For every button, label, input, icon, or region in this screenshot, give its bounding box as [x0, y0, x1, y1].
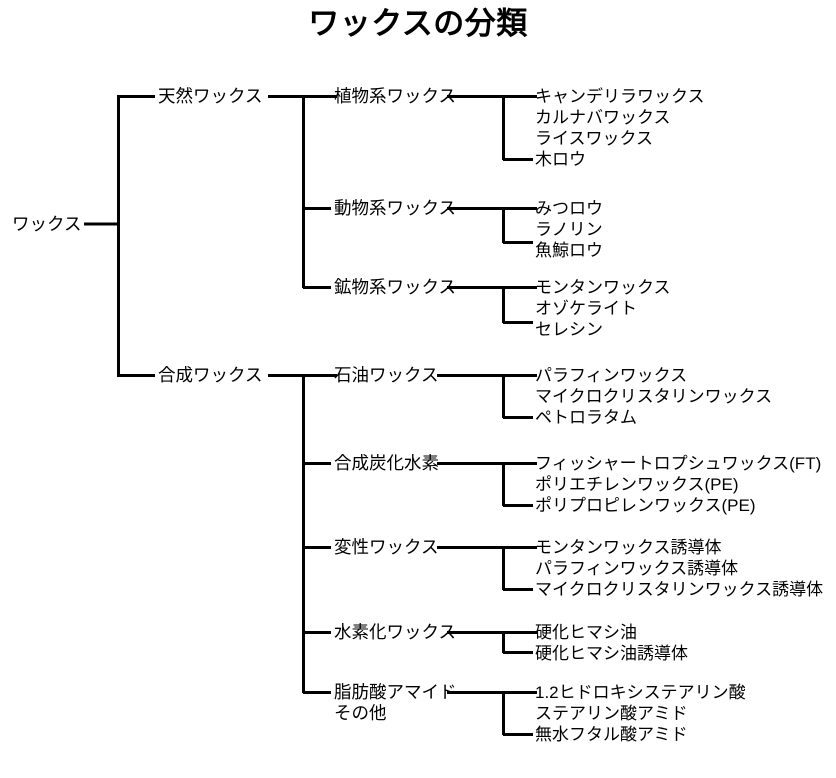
leaf-label: 魚鯨ロウ	[535, 241, 603, 260]
leaf-label: キャンデリラワックス	[535, 87, 705, 106]
leaf-petroleum-2[interactable]: ペトロラタム	[535, 407, 637, 428]
leaf-animal-2[interactable]: 魚鯨ロウ	[535, 240, 603, 261]
leaf-label: オゾケライト	[535, 299, 637, 318]
leaf-mineral-0[interactable]: モンタンワックス	[535, 277, 671, 298]
leaf-label: パラフィンワックス	[535, 366, 688, 385]
node-animal-wax[interactable]: 動物系ワックス	[334, 198, 456, 219]
leaf-label: フィッシャートロプシュワックス(FT)	[535, 454, 822, 473]
node-modified-wax-label: 変性ワックス	[334, 537, 439, 557]
leaf-label: ペトロラタム	[535, 408, 637, 427]
leaf-label: 1.2ヒドロキシステアリン酸	[535, 683, 746, 702]
page-title: ワックスの分類	[308, 6, 528, 41]
node-synthetic-hydrocarbon-label: 合成炭化水素	[334, 453, 439, 473]
node-fatty-acid-amide-label: 脂肪酸アマイド	[334, 682, 457, 702]
leaf-label: ステアリン酸アミド	[535, 704, 688, 723]
leaf-amide-0[interactable]: 1.2ヒドロキシステアリン酸	[535, 682, 746, 703]
leaf-label: みつロウ	[535, 199, 603, 218]
leaf-label: セレシン	[535, 320, 603, 339]
leaf-label: 硬化ヒマシ油誘導体	[535, 644, 688, 663]
leaf-label: モンタンワックス誘導体	[535, 538, 722, 557]
leaf-plant-3[interactable]: 木ロウ	[535, 149, 586, 170]
node-hydrogenated-wax[interactable]: 水素化ワックス	[334, 622, 456, 643]
node-natural-wax-label: 天然ワックス	[158, 86, 263, 106]
node-fatty-acid-amide[interactable]: 脂肪酸アマイド その他	[334, 682, 457, 724]
leaf-petroleum-1[interactable]: マイクロクリスタリンワックス	[535, 386, 772, 407]
leaf-mineral-1[interactable]: オゾケライト	[535, 298, 637, 319]
leaf-plant-0[interactable]: キャンデリラワックス	[535, 86, 705, 107]
node-petroleum-wax[interactable]: 石油ワックス	[334, 365, 438, 386]
leaf-label: 木ロウ	[535, 150, 586, 169]
leaf-hydrocarbon-2[interactable]: ポリプロピレンワックス(PE)	[535, 495, 756, 516]
leaf-hydrocarbon-1[interactable]: ポリエチレンワックス(PE)	[535, 474, 739, 495]
node-mineral-wax[interactable]: 鉱物系ワックス	[334, 277, 456, 298]
leaf-modified-0[interactable]: モンタンワックス誘導体	[535, 537, 722, 558]
node-petroleum-wax-label: 石油ワックス	[334, 365, 439, 385]
leaf-label: カルナバワックス	[535, 108, 671, 127]
node-synthetic-wax[interactable]: 合成ワックス	[158, 365, 262, 386]
leaf-animal-1[interactable]: ラノリン	[535, 219, 603, 240]
leaf-hydrocarbon-0[interactable]: フィッシャートロプシュワックス(FT)	[535, 453, 821, 474]
leaf-label: 無水フタル酸アミド	[535, 725, 688, 744]
leaf-petroleum-0[interactable]: パラフィンワックス	[535, 365, 687, 386]
leaf-label: マイクロクリスタリンワックス	[535, 387, 773, 406]
leaf-hydrogenated-0[interactable]: 硬化ヒマシ油	[535, 622, 637, 643]
leaf-label: パラフィンワックス誘導体	[535, 559, 739, 578]
leaf-hydrogenated-1[interactable]: 硬化ヒマシ油誘導体	[535, 643, 688, 664]
node-root[interactable]: ワックス	[12, 214, 81, 235]
node-animal-wax-label: 動物系ワックス	[334, 198, 456, 218]
leaf-label: ポリエチレンワックス(PE)	[535, 475, 739, 494]
leaf-modified-1[interactable]: パラフィンワックス誘導体	[535, 558, 738, 579]
leaf-label: 硬化ヒマシ油	[535, 623, 637, 642]
node-root-label: ワックス	[12, 214, 82, 234]
node-plant-wax-label: 植物系ワックス	[334, 86, 456, 106]
leaf-mineral-2[interactable]: セレシン	[535, 319, 603, 340]
leaf-plant-1[interactable]: カルナバワックス	[535, 107, 671, 128]
node-synthetic-hydrocarbon[interactable]: 合成炭化水素	[334, 453, 439, 474]
node-fatty-acid-amide-label-line2: その他	[334, 703, 387, 723]
node-natural-wax[interactable]: 天然ワックス	[158, 86, 262, 107]
leaf-label: モンタンワックス	[535, 278, 671, 297]
node-modified-wax[interactable]: 変性ワックス	[334, 537, 438, 558]
leaf-animal-0[interactable]: みつロウ	[535, 198, 603, 219]
leaf-label: ライスワックス	[535, 129, 653, 148]
node-plant-wax[interactable]: 植物系ワックス	[334, 86, 456, 107]
leaf-modified-2[interactable]: マイクロクリスタリンワックス誘導体	[535, 579, 823, 600]
leaf-amide-1[interactable]: ステアリン酸アミド	[535, 703, 688, 724]
leaf-amide-2[interactable]: 無水フタル酸アミド	[535, 724, 688, 745]
leaf-label: ラノリン	[535, 220, 603, 239]
node-hydrogenated-wax-label: 水素化ワックス	[334, 622, 456, 642]
leaf-label: マイクロクリスタリンワックス誘導体	[535, 580, 824, 599]
node-synthetic-wax-label: 合成ワックス	[158, 365, 263, 385]
leaf-label: ポリプロピレンワックス(PE)	[535, 496, 756, 515]
node-mineral-wax-label: 鉱物系ワックス	[334, 277, 456, 297]
leaf-plant-2[interactable]: ライスワックス	[535, 128, 653, 149]
